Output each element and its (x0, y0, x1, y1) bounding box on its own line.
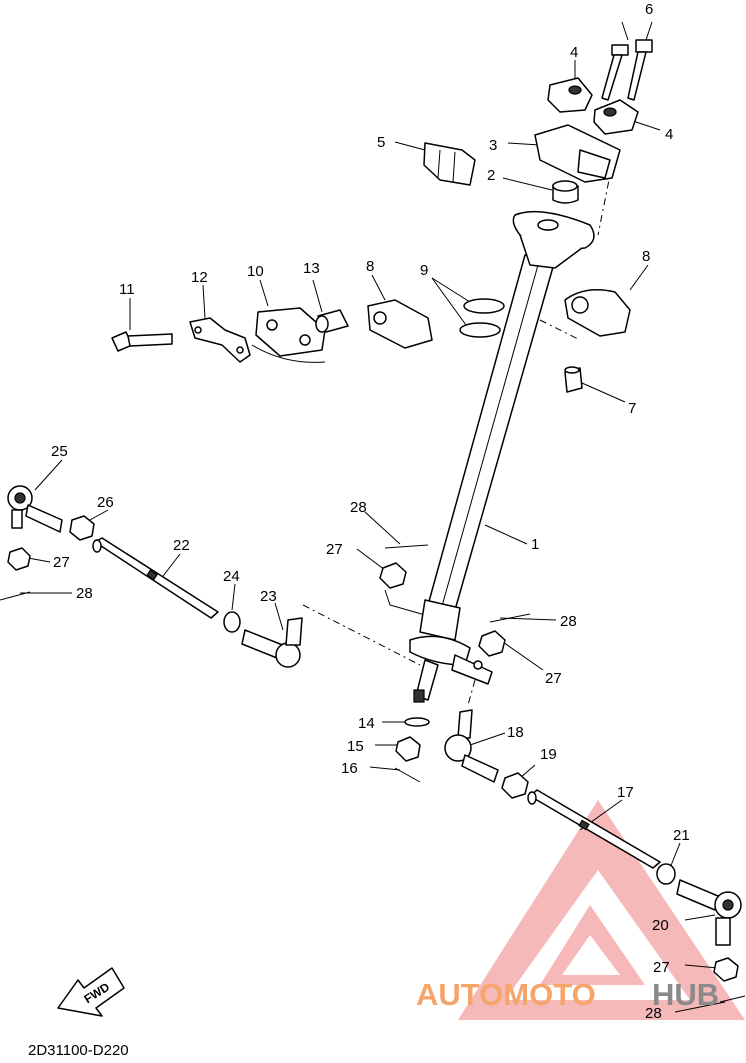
callout-25: 25 (51, 443, 68, 460)
circlips-9 (459, 298, 505, 338)
pin-28-center (384, 544, 429, 549)
callout-23: 23 (260, 588, 277, 605)
callout-22: 22 (173, 537, 190, 554)
callout-14: 14 (358, 715, 375, 732)
callout-8: 8 (642, 248, 650, 265)
callout-19: 19 (540, 746, 557, 763)
nut-26 (69, 515, 95, 541)
nut-27-left (7, 547, 31, 571)
diagram-code: 2D31100-D220 (28, 1042, 129, 1058)
callout-5: 5 (377, 134, 385, 151)
callout-10: 10 (247, 263, 264, 280)
callout-7: 7 (628, 400, 636, 417)
holder-3 (534, 124, 621, 183)
callout-9: 9 (420, 262, 428, 279)
tie-rod-17 (527, 789, 661, 869)
callout-17: 17 (617, 784, 634, 801)
nut-27-right (478, 630, 506, 657)
callout-15: 15 (347, 738, 364, 755)
tie-rod-end-20 (676, 879, 742, 946)
collar-7 (564, 366, 583, 393)
callout-28: 28 (76, 585, 93, 602)
nut-21 (656, 863, 676, 885)
collar-13 (315, 309, 349, 333)
callout-3: 3 (489, 137, 497, 154)
fwd-arrow-icon: FWD (57, 967, 125, 1017)
bushing-5 (423, 142, 476, 186)
callout-11: 11 (119, 281, 135, 298)
tie-rod-end-18 (444, 709, 499, 783)
tie-rod-end-23 (241, 617, 303, 668)
tie-rod-22 (92, 537, 219, 619)
nut-27-lower-right (713, 957, 739, 982)
nut-19 (501, 772, 529, 799)
callout-28: 28 (645, 1005, 662, 1022)
watermark-text: AUTOMOTO HUB (416, 977, 719, 1012)
nut-15 (395, 736, 421, 762)
bracket-8-right (564, 289, 631, 337)
bolt-6-right (627, 39, 653, 101)
bracket-8-left (367, 299, 433, 349)
callout-2: 2 (487, 167, 495, 184)
bolt-11 (111, 331, 173, 352)
clamp-4-upper (547, 77, 593, 113)
plate-12 (189, 317, 251, 363)
callout-16: 16 (341, 760, 358, 777)
callout-27: 27 (53, 554, 70, 571)
nut-27-center (379, 562, 407, 589)
bolt-6-left (601, 44, 629, 101)
callout-24: 24 (223, 568, 240, 585)
callout-1: 1 (531, 536, 539, 553)
bushing-2 (552, 180, 579, 204)
callout-27: 27 (545, 670, 562, 687)
pin-16 (394, 767, 421, 783)
pin-28-right (489, 613, 531, 623)
pin-28-left (0, 591, 31, 601)
callout-28: 28 (560, 613, 577, 630)
plate-10 (251, 307, 326, 363)
callouts: 6 4 4 5 3 2 8 8 9 13 10 12 11 7 25 26 27… (51, 1, 690, 1022)
callout-12: 12 (191, 269, 208, 286)
callout-18: 18 (507, 724, 524, 741)
steering-shaft (409, 210, 595, 703)
callout-26: 26 (97, 494, 114, 511)
callout-27: 27 (326, 541, 343, 558)
callout-4: 4 (570, 44, 578, 61)
callout-6: 6 (645, 1, 653, 18)
callout-21: 21 (673, 827, 690, 844)
nut-24 (223, 611, 241, 633)
washer-14 (404, 717, 430, 727)
callout-13: 13 (303, 260, 320, 277)
clamp-4-lower (593, 99, 639, 135)
callout-28: 28 (350, 499, 367, 516)
callout-27: 27 (653, 959, 670, 976)
pin-28-lower-right (719, 995, 746, 1003)
callout-8: 8 (366, 258, 374, 275)
watermark-main: AUTOMOTO (416, 977, 596, 1012)
watermark-logo (458, 800, 745, 1020)
callout-4: 4 (665, 126, 673, 143)
watermark-end: HUB (652, 977, 719, 1012)
callout-20: 20 (652, 917, 669, 934)
tie-rod-end-25 (7, 485, 63, 533)
